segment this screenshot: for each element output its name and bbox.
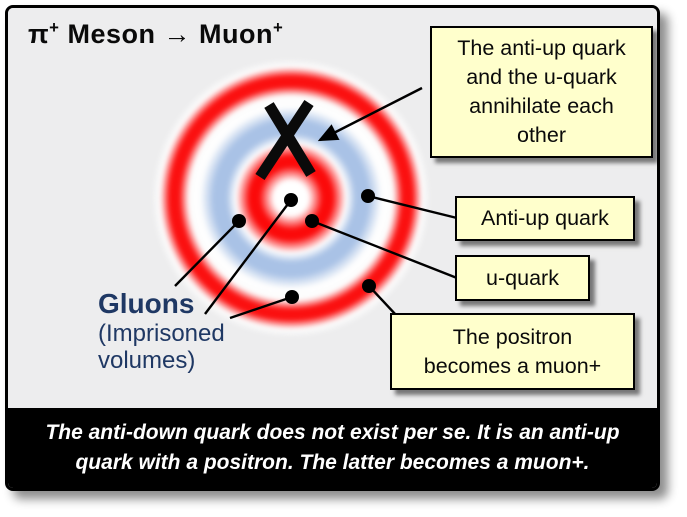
title-pi-symbol: π: [28, 19, 50, 49]
caption-bar: The anti-down quark does not exist per s…: [8, 408, 657, 488]
gluon-dot: [232, 214, 246, 228]
annotation-overlay: [174, 86, 458, 320]
gluon-leader-line: [229, 295, 293, 320]
callout-anti-up-quark-text: Anti-up quark: [481, 206, 609, 230]
anti-up-leader-line: [367, 194, 458, 220]
callout-annihilate: The anti-up quark and the u-quark annihi…: [430, 26, 653, 158]
annihilate-arrow: [317, 86, 423, 142]
gluons-label-subtitle: (Imprisoned volumes): [98, 320, 225, 374]
title-pi-charge: +: [49, 18, 60, 37]
callout-positron: The positron becomes a muon+: [390, 313, 635, 390]
gluon-leader-line: [174, 220, 240, 287]
diagram-area: π+ Meson → Muon+ The anti-up quark and t…: [8, 8, 657, 408]
callout-annihilate-text: The anti-up quark and the u-quark annihi…: [457, 36, 626, 147]
gluon-dot: [284, 193, 298, 207]
title-muon-charge: +: [272, 18, 284, 37]
annihilation-x-icon: [255, 99, 316, 181]
anti-up-quark-dot: [361, 189, 375, 203]
positron-dot: [362, 279, 376, 293]
gluon-dot: [285, 290, 299, 304]
callout-positron-text: The positron becomes a muon+: [423, 324, 602, 378]
callout-u-quark: u-quark: [455, 255, 590, 301]
title-muon: Muon: [190, 19, 273, 49]
gluons-label-title: Gluons: [98, 288, 195, 319]
u-quark-leader-line: [311, 219, 458, 280]
callout-u-quark-text: u-quark: [486, 265, 559, 290]
gluons-label: Gluons (Imprisoned volumes): [98, 288, 268, 374]
page-title: π+ Meson → Muon+: [28, 18, 283, 50]
title-arrow-icon: →: [163, 19, 191, 49]
slide-figure: π+ Meson → Muon+ The anti-up quark and t…: [5, 5, 660, 491]
callout-anti-up-quark: Anti-up quark: [455, 196, 635, 241]
caption-text: The anti-down quark does not exist per s…: [45, 421, 620, 474]
gluon-leader-line: [204, 199, 292, 315]
u-quark-dot: [305, 214, 319, 228]
title-meson: Meson: [59, 19, 164, 49]
